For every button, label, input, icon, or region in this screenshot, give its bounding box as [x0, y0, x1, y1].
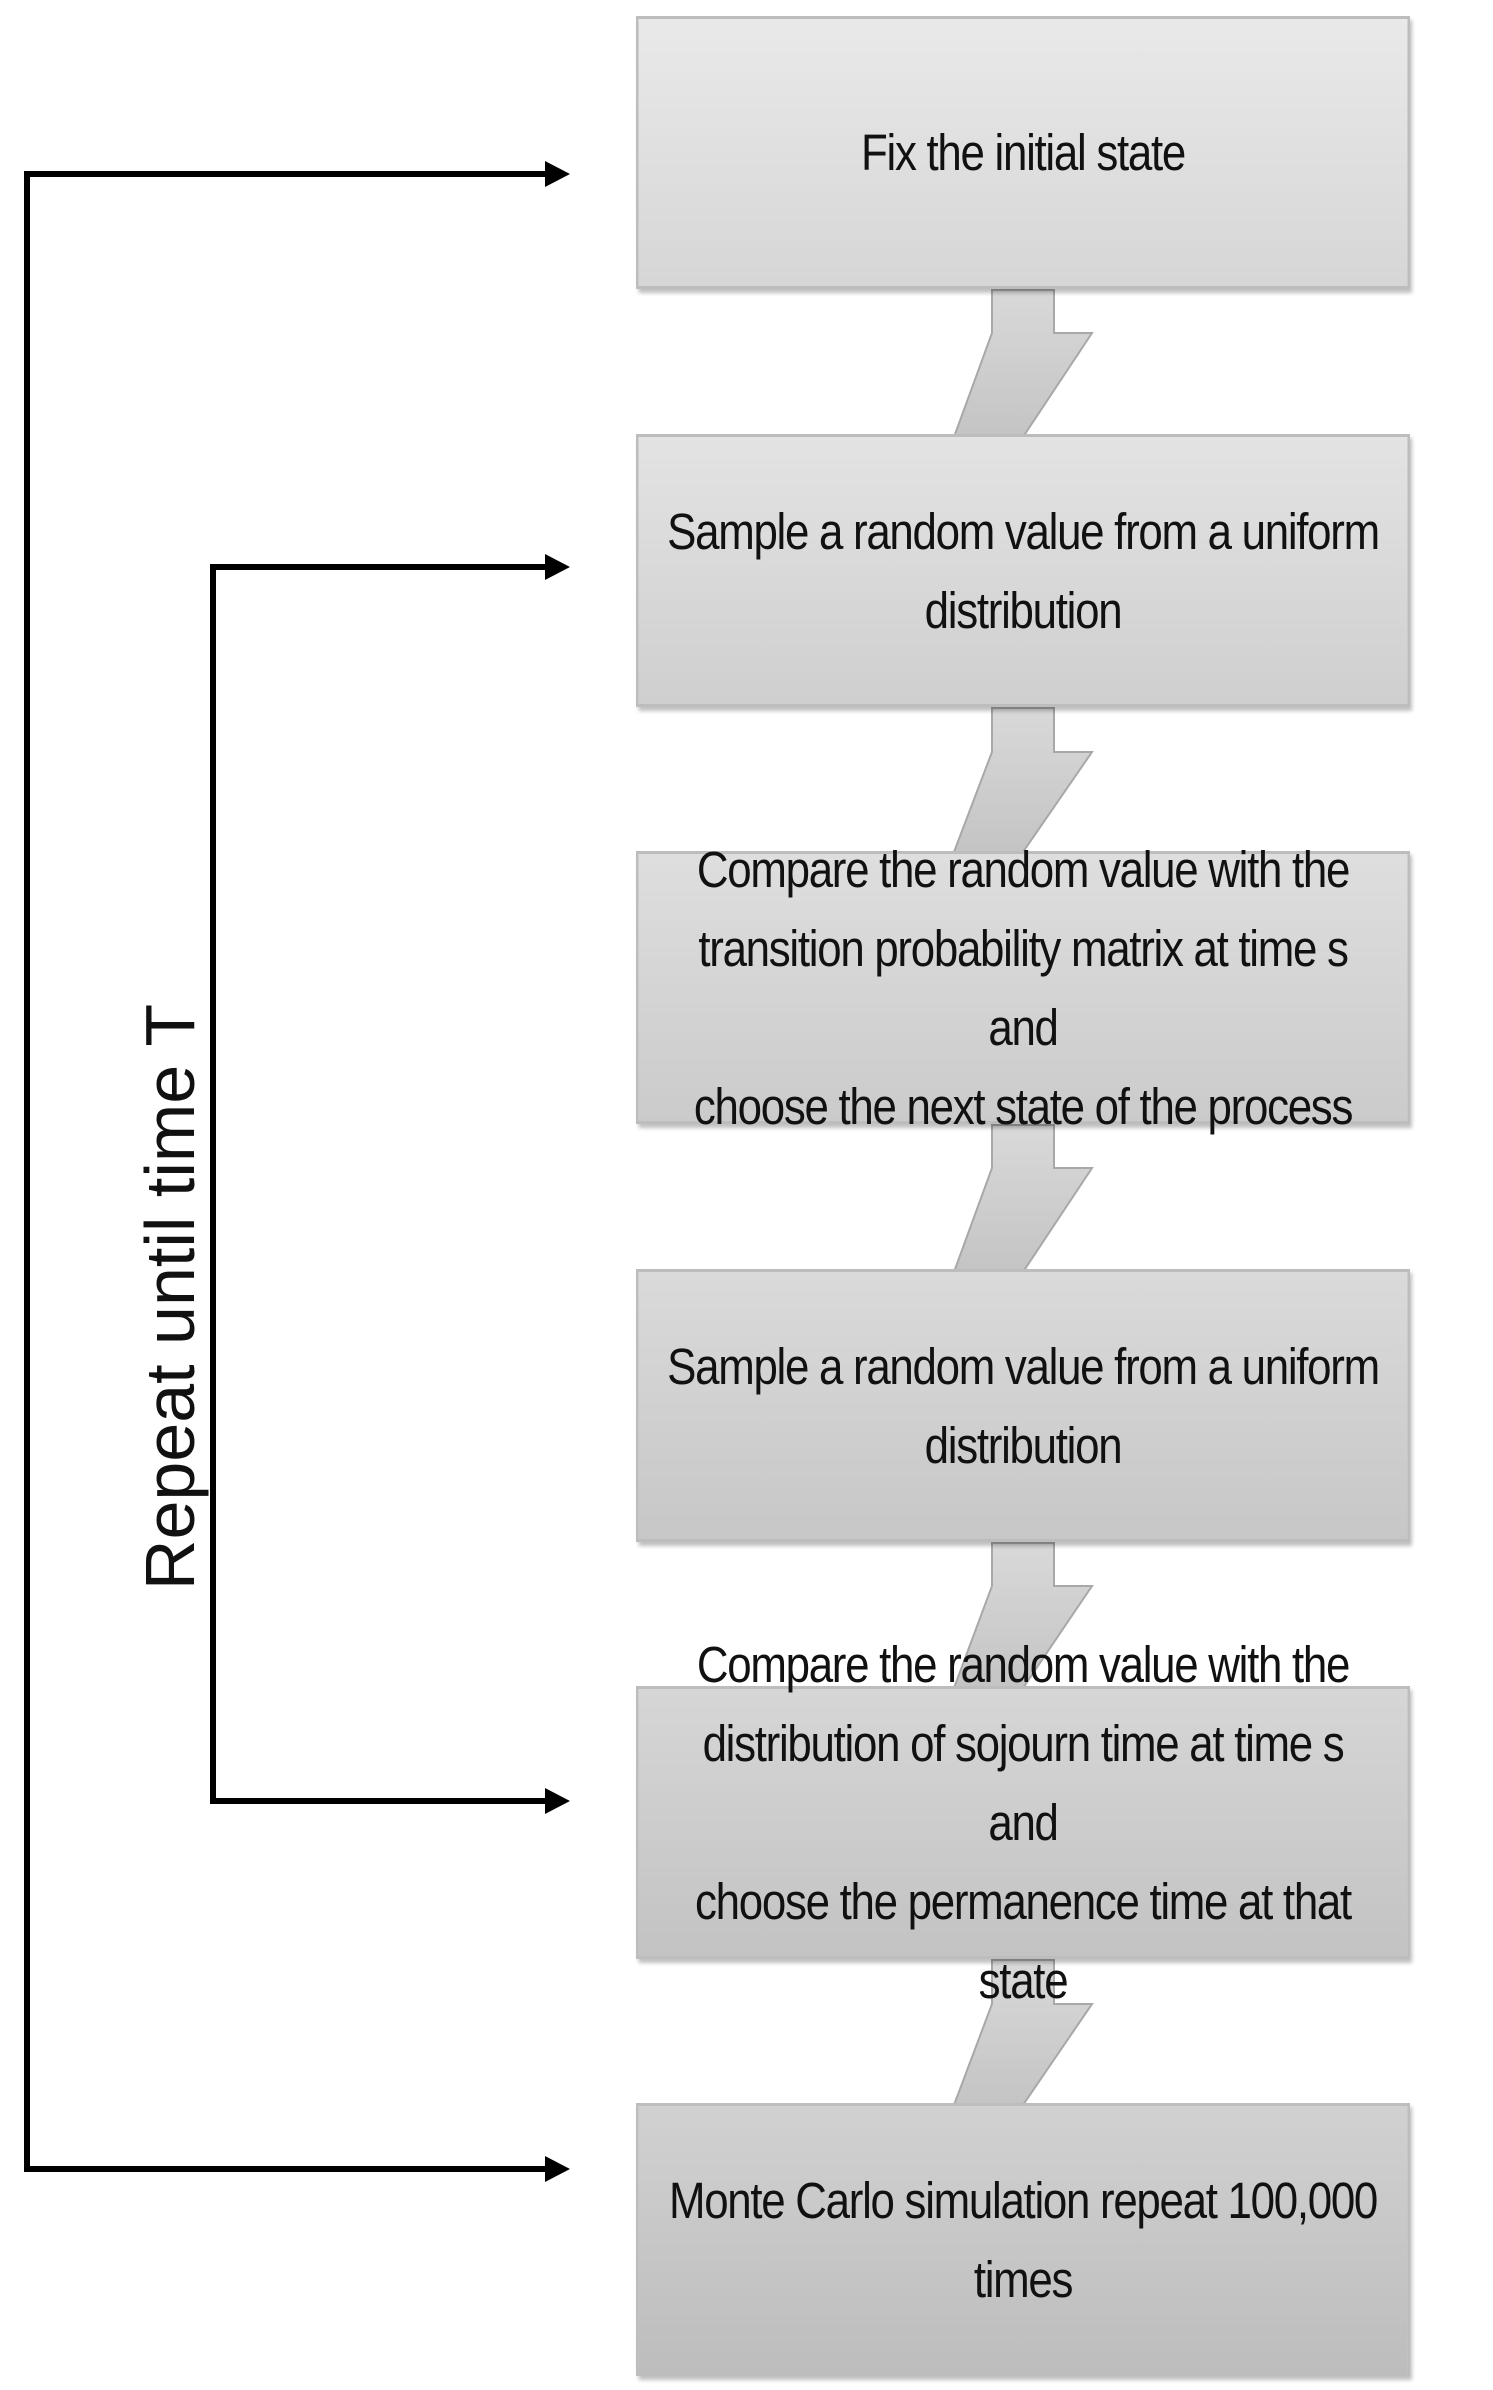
down-arrow-1 [952, 289, 1094, 438]
outer-loop-line [24, 171, 550, 2172]
step-line: distribution [924, 1416, 1123, 1474]
step-text: Sample a random value from a uniform dis… [667, 492, 1380, 650]
step-sample-uniform-value-1: Sample a random value from a uniform dis… [636, 434, 1410, 707]
step-line: Fix the initial state [861, 124, 1186, 181]
step-sample-uniform-value-2: Sample a random value from a uniform dis… [636, 1269, 1410, 1542]
step-text: Compare the random value with the transi… [664, 830, 1381, 1146]
outer-loop-arrowhead-top [545, 161, 570, 187]
step-line: Sample a random value from a uniform [667, 1337, 1380, 1395]
step-line: choose the next state of the process [693, 1077, 1353, 1135]
step-fix-initial-state: Fix the initial state [636, 16, 1410, 289]
step-line: distribution [924, 581, 1123, 639]
step-line: choose the permanence time at that state [695, 1873, 1352, 2009]
repeat-until-label: Repeat until time T [131, 1003, 209, 1591]
step-text: Compare the random value with the distri… [664, 1625, 1381, 2020]
down-arrow-2 [952, 707, 1094, 853]
inner-loop-line [210, 564, 550, 1804]
step-monte-carlo-repeat: Monte Carlo simulation repeat 100,000 ti… [636, 2103, 1410, 2376]
down-arrow-3 [952, 1124, 1094, 1273]
step-compare-transition-matrix: Compare the random value with the transi… [636, 841, 1410, 1135]
down-arrow-4 [952, 1542, 1094, 1689]
inner-loop-arrowhead-bottom [545, 1788, 570, 1814]
step-text: Fix the initial state [861, 113, 1186, 192]
inner-loop-arrowhead-top [545, 554, 570, 580]
step-compare-sojourn-distribution: Compare the random value with the distri… [636, 1636, 1410, 2009]
step-line: Compare the random value with the [696, 840, 1351, 898]
step-text: Sample a random value from a uniform dis… [667, 1327, 1380, 1485]
step-line: times [973, 2250, 1074, 2308]
step-text: Monte Carlo simulation repeat 100,000 ti… [668, 2161, 1378, 2319]
outer-loop-arrowhead-bottom [545, 2156, 570, 2182]
down-arrow-5 [952, 1959, 1094, 2106]
step-line: Compare the random value with the [696, 1636, 1351, 1693]
step-line: Monte Carlo simulation repeat 100,000 [668, 2171, 1378, 2229]
step-line: Sample a random value from a uniform [667, 502, 1380, 560]
step-line: distribution of sojourn time at time s a… [702, 1715, 1345, 1851]
step-line: transition probability matrix at time s … [698, 919, 1349, 1056]
